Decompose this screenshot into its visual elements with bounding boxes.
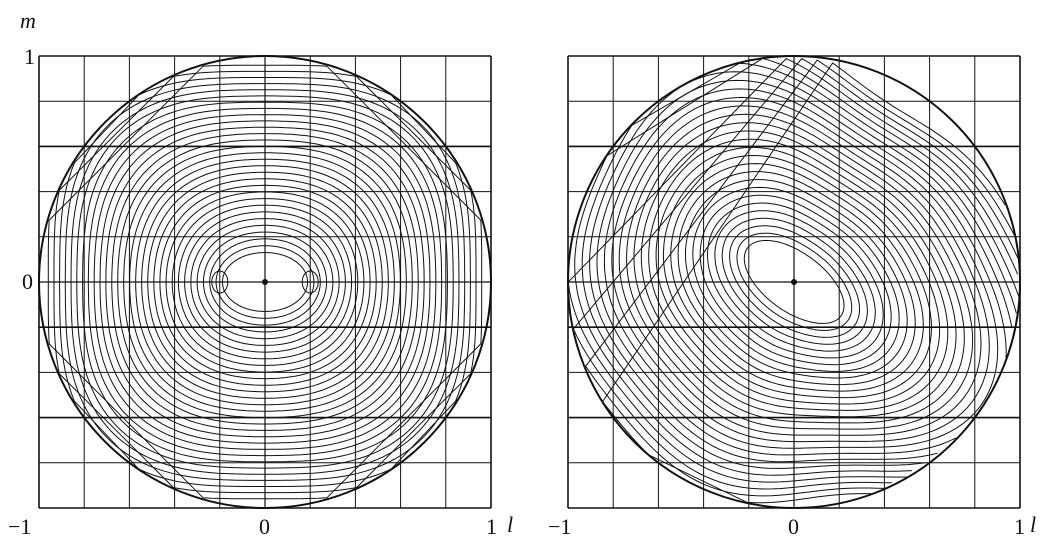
contour-line: [147, 171, 383, 393]
contour-line: [59, 77, 471, 487]
contour-line: [184, 211, 346, 353]
contour-line: [589, 71, 1013, 463]
contour-line: [141, 165, 389, 399]
contour-line: [603, 88, 999, 449]
contour-line: [736, 232, 853, 331]
contour-line: [153, 178, 377, 386]
left-panel: m 1 0 −1 0 1 l: [8, 8, 513, 536]
contour-line: [648, 138, 949, 411]
contour-line: [596, 79, 1007, 456]
contour-line: [159, 184, 371, 380]
contour-line: [70, 89, 460, 475]
contour-line: [87, 107, 443, 457]
left-boundary-circle: [38, 55, 492, 509]
contour-minimum: [301, 270, 319, 294]
right-x-tick-mid: 0: [788, 514, 799, 536]
contour-line: [662, 154, 933, 399]
contour-line: [626, 113, 974, 430]
left-y-axis-label: m: [20, 8, 36, 33]
contour-line: [585, 59, 1015, 497]
contour-line: [618, 105, 982, 436]
right-contours: [567, 57, 1020, 504]
contour-line: [743, 239, 845, 324]
contour-line: [581, 62, 1017, 469]
contour-line: [135, 158, 395, 406]
contour-line: [123, 145, 407, 419]
contour-line: [53, 70, 477, 494]
contour-line: [601, 62, 1006, 504]
contour-line: [706, 202, 884, 359]
left-y-tick-top: 1: [24, 44, 35, 69]
contour-line: [677, 171, 916, 386]
left-x-tick-left: −1: [8, 514, 31, 536]
contour-line: [729, 225, 860, 338]
contour-line: [196, 224, 334, 340]
contour-line: [699, 194, 892, 366]
contour-line: [64, 83, 466, 481]
left-contours: [47, 64, 483, 500]
contour-line: [82, 101, 448, 463]
contour-line: [171, 198, 359, 366]
contour-line: [692, 186, 900, 372]
left-x-tick-mid: 0: [259, 514, 270, 536]
contour-line: [670, 163, 924, 392]
contour-line: [202, 231, 328, 333]
contour-line: [714, 210, 876, 352]
contour-line: [567, 57, 1019, 483]
right-center-marker: [791, 279, 797, 285]
right-x-tick-right: 1: [1014, 514, 1025, 536]
right-x-tick-left: −1: [548, 514, 571, 536]
contour-line: [111, 133, 419, 431]
contour-line: [105, 126, 425, 438]
left-x-axis-label: l: [507, 512, 513, 536]
contour-line: [221, 252, 309, 312]
contour-line: [117, 139, 413, 425]
contour-line: [611, 96, 990, 443]
contour-line: [129, 152, 401, 412]
contour-line: [574, 57, 1020, 476]
contour-line: [685, 179, 908, 379]
contour-line: [209, 238, 321, 326]
contour-line: [572, 57, 1019, 490]
contour-line: [190, 218, 340, 346]
contour-line: [76, 95, 454, 469]
contour-minimum: [211, 270, 229, 294]
contour-line: [165, 191, 365, 373]
left-center-marker: [262, 279, 268, 285]
contour-line: [633, 122, 965, 424]
contour-line: [93, 114, 437, 450]
right-x-axis-label: l: [1030, 512, 1036, 536]
contour-line: [99, 120, 431, 444]
contour-line: [47, 64, 483, 500]
contour-line: [215, 245, 315, 319]
left-x-tick-right: 1: [486, 514, 497, 536]
right-panel: −1 0 1 l: [548, 55, 1036, 536]
left-y-tick-mid: 0: [22, 269, 33, 294]
contour-line: [655, 146, 941, 405]
contour-line: [721, 217, 868, 345]
right-boundary-circle: [567, 55, 1021, 509]
contour-line: [177, 204, 353, 360]
